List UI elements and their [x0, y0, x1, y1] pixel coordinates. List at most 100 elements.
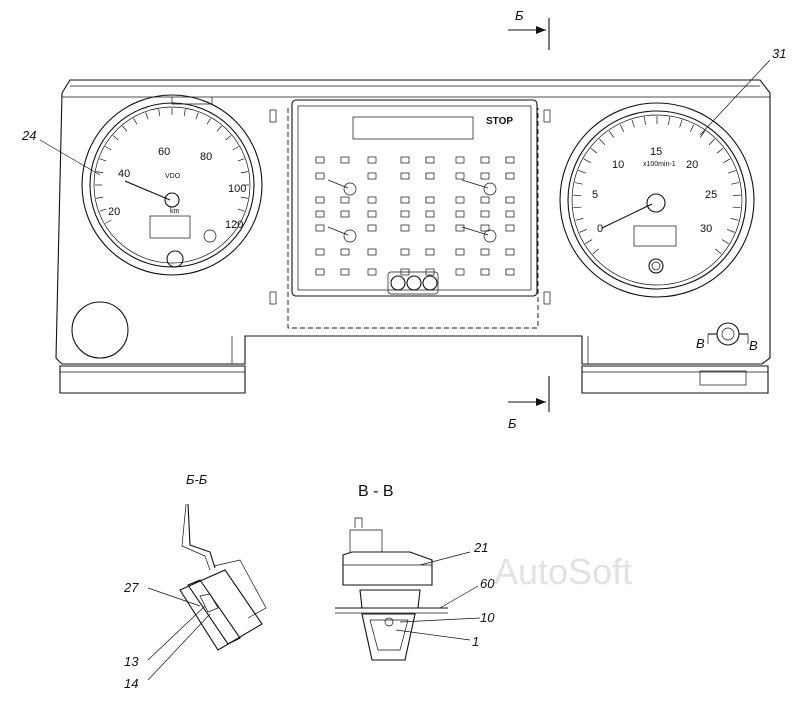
- tacho-tick: [714, 248, 722, 255]
- detail-v-v: В - В 21 60 10 1: [335, 483, 495, 661]
- tacho-tick: [585, 239, 593, 244]
- speedo-label-60: 60: [158, 146, 170, 158]
- tacho-tick: [708, 138, 715, 145]
- warning-lamp-icon: [505, 196, 515, 204]
- warning-lamp-icon: [505, 224, 515, 232]
- view-v-v-label: В - В: [358, 483, 394, 500]
- warning-lamp-icon: [340, 196, 350, 204]
- warning-lamp-icon: [455, 210, 465, 218]
- speedo-tick: [133, 118, 138, 125]
- warning-lamp-icon: [425, 248, 435, 256]
- warning-lamp-icon: [315, 210, 325, 218]
- tacho-tick: [716, 148, 724, 154]
- view-b-b-label: Б-Б: [186, 472, 208, 487]
- speedo-tick: [105, 146, 112, 151]
- callout-60-label: 60: [480, 576, 495, 591]
- tacho-tick: [721, 239, 729, 244]
- warning-lamp-icon: [400, 172, 410, 180]
- speedo-tick: [206, 118, 211, 125]
- stop-label: STOP: [486, 116, 513, 127]
- speedo-tick: [237, 158, 245, 162]
- tacho-tick: [573, 206, 582, 209]
- warning-lamp-icon: [505, 156, 515, 164]
- tacho-tick: [668, 116, 671, 125]
- tacho-tick: [643, 116, 646, 125]
- speedo-tick: [232, 219, 239, 224]
- round-button: [71, 301, 129, 359]
- speedo-tick: [240, 196, 248, 199]
- indicator-lamp-2: [406, 275, 422, 291]
- tacho-label-20: 20: [686, 159, 698, 171]
- callout-31: 31: [699, 46, 786, 136]
- warning-lamp-icon: [340, 268, 350, 276]
- speedo-tick: [240, 171, 248, 174]
- warning-lamp-icon: [315, 268, 325, 276]
- speedo-label-80: 80: [200, 151, 212, 163]
- warning-lamp-icon: [367, 172, 377, 180]
- tacho-tick: [574, 182, 583, 185]
- speedo-tick: [195, 112, 199, 120]
- warning-lamp-icon: [400, 248, 410, 256]
- warning-lamp-icon: [315, 224, 325, 232]
- tacho-tick: [679, 119, 683, 128]
- speedo-label-120: 120: [225, 219, 243, 231]
- warning-lamp-icon: [400, 224, 410, 232]
- center-control-panel: STOP: [269, 99, 551, 305]
- section-marker-bottom: Б: [508, 376, 550, 431]
- tacho-label-0: 0: [597, 223, 603, 235]
- watermark: AutoSoft: [494, 551, 632, 592]
- warning-lamp-icon: [480, 210, 490, 218]
- warning-lamp-icon: [505, 172, 515, 180]
- tacho-label-10: 10: [612, 159, 624, 171]
- indicator-lamp-1: [390, 275, 406, 291]
- warning-lamp-icon: [400, 196, 410, 204]
- callout-31-label: 31: [772, 46, 786, 61]
- speedo-tick: [232, 146, 239, 151]
- tacho-tick: [575, 218, 584, 221]
- tacho-tick: [592, 248, 600, 255]
- warning-lamp-icon: [315, 156, 325, 164]
- tacho-tick: [590, 148, 598, 154]
- callout-27-label: 27: [123, 580, 139, 595]
- warning-lamp-icon: [480, 224, 490, 232]
- speedo-tick: [145, 112, 149, 120]
- warning-lamp-icon: [340, 248, 350, 256]
- v-right-label: В: [749, 338, 758, 353]
- speedo-tick: [96, 196, 104, 199]
- speedo-tick: [183, 109, 186, 117]
- tacho-tick: [732, 206, 741, 209]
- warning-lamp-icon: [425, 156, 435, 164]
- speedo-tick: [225, 135, 232, 141]
- warning-lamp-icon: [455, 196, 465, 204]
- warning-lamp-icon: [505, 268, 515, 276]
- warning-lamp-icon: [455, 248, 465, 256]
- speedo-tick: [99, 208, 107, 212]
- warning-lamp-icon: [455, 268, 465, 276]
- tacho-tick: [599, 138, 606, 145]
- speedo-tick: [99, 158, 107, 162]
- warning-lamp-icon: [455, 156, 465, 164]
- warning-lamp-icon: [367, 156, 377, 164]
- warning-lamp-icon: [505, 210, 515, 218]
- tacho-tick: [608, 130, 615, 138]
- warning-lamp-icon: [425, 210, 435, 218]
- tacho-tick: [731, 182, 740, 185]
- tacho-tick: [631, 119, 635, 128]
- warning-lamp-icon: [367, 210, 377, 218]
- speedo-tick: [105, 219, 112, 224]
- tacho-tick: [619, 124, 624, 132]
- warning-lamp-icon: [425, 172, 435, 180]
- speedo-tick: [96, 171, 104, 174]
- callout-14-label: 14: [124, 676, 138, 691]
- tacho-unit: x100min-1: [643, 161, 676, 168]
- speedo-label-20: 20: [108, 206, 120, 218]
- tacho-tick: [730, 218, 739, 221]
- warning-lamp-icon: [455, 172, 465, 180]
- warning-lamp-icon: [367, 224, 377, 232]
- section-marker-top: Б: [508, 8, 550, 50]
- warning-lamp-icon: [480, 196, 490, 204]
- warning-lamp-icon: [400, 156, 410, 164]
- tachometer: 0 5 10 15 20 25 30 x100min-1: [559, 102, 755, 298]
- tacho-tick: [583, 158, 591, 164]
